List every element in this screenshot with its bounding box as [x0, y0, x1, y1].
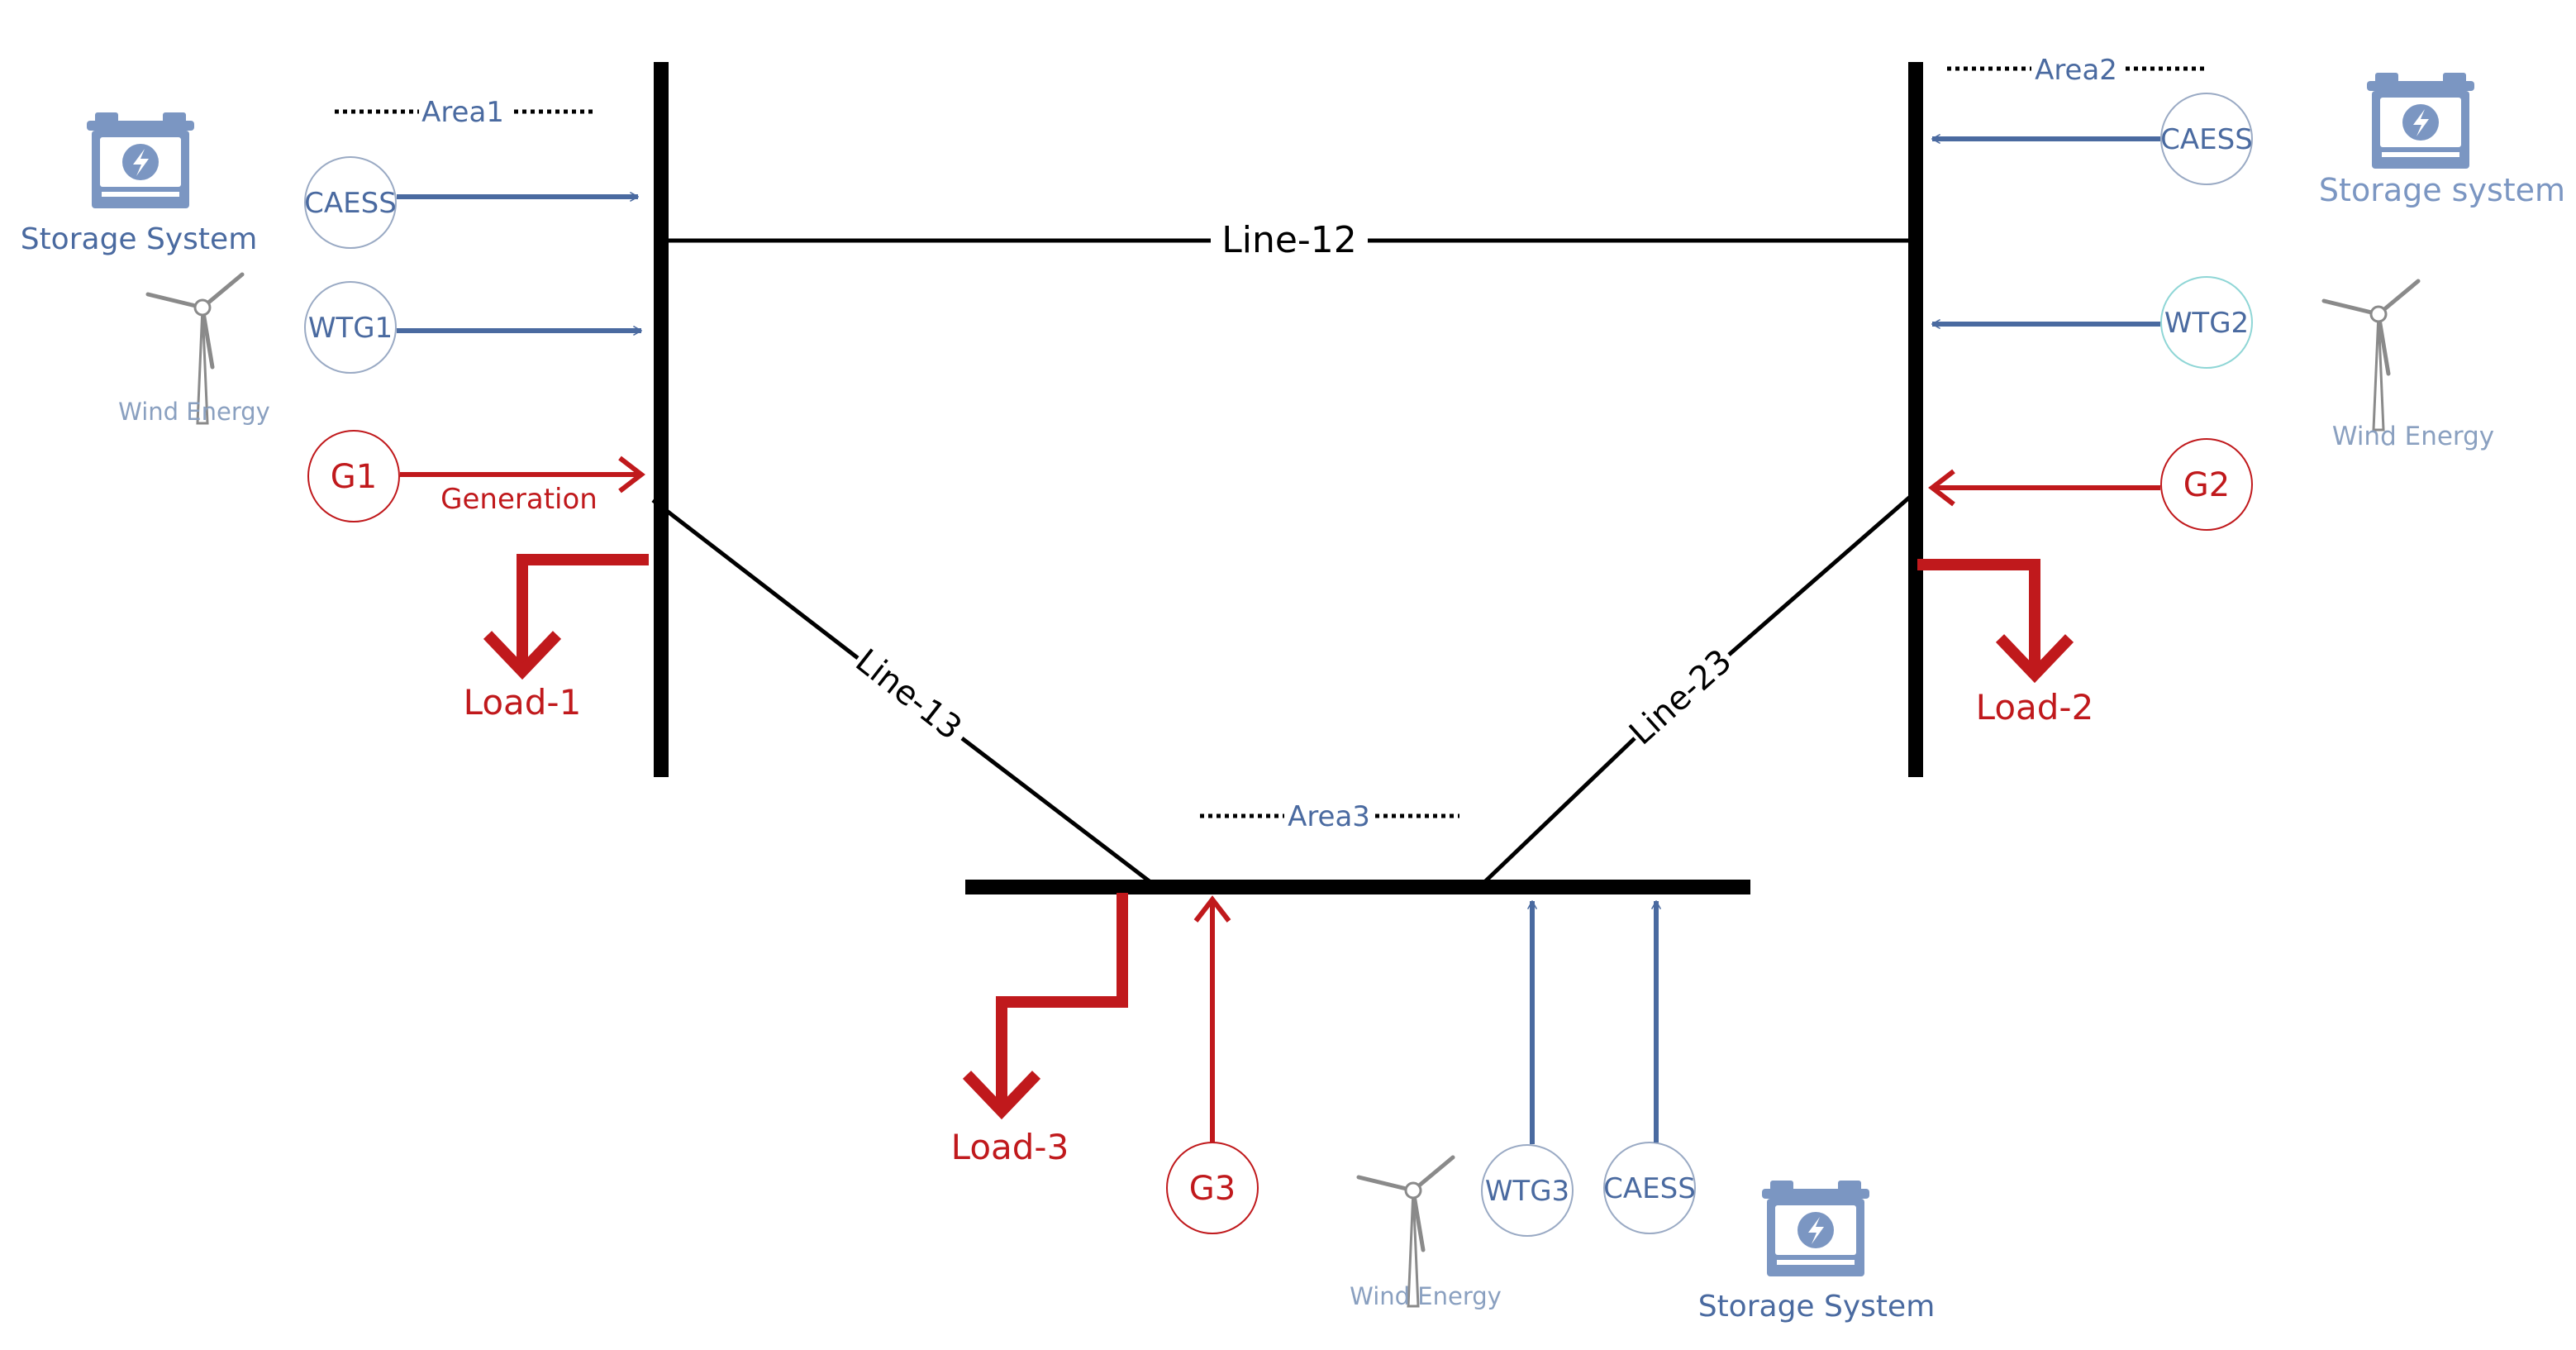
line-12-label: Line-12: [1221, 219, 1357, 261]
battery-icon: [2367, 73, 2474, 169]
generation-label: Generation: [440, 483, 598, 516]
wtg-1-label: WTG1: [308, 312, 393, 345]
storage-system-2: Storage system: [2319, 73, 2565, 208]
wind-turbine-icon: [2324, 281, 2418, 430]
wind-energy-3-label: Wind Energy: [1350, 1282, 1502, 1310]
g-3-label: G3: [1189, 1170, 1236, 1208]
caess-2-label: CAESS: [2160, 123, 2253, 156]
wind-energy-2: Wind Energy: [2324, 281, 2494, 451]
area-3-text: Area3: [1288, 800, 1370, 833]
wtg-3: WTG3: [1481, 901, 1574, 1237]
wind-energy-1-label: Wind Energy: [118, 398, 270, 426]
caess-2: CAESS: [1932, 93, 2253, 185]
g-3: G3: [1166, 895, 1259, 1234]
line-13-label: Line-13: [848, 642, 969, 748]
storage-system-1: Storage System: [21, 112, 258, 256]
line-23-label: Line-23: [1622, 642, 1739, 753]
wtg-2-label: WTG2: [2164, 307, 2249, 340]
area-2-label: Area2: [1947, 54, 2208, 87]
wtg-3-label: WTG3: [1485, 1175, 1569, 1208]
caess-1-label: CAESS: [304, 187, 397, 220]
g-1-label: G1: [331, 458, 377, 496]
load-2: Load-2: [1917, 559, 2094, 727]
storage-system-3-label: Storage System: [1698, 1290, 1936, 1324]
battery-icon: [87, 112, 194, 208]
line-12: Line-12: [661, 219, 1916, 261]
caess-3-label: CAESS: [1603, 1172, 1696, 1205]
wtg-1: WTG1: [304, 281, 641, 374]
load-3: Load-3: [951, 893, 1128, 1167]
area-1-text: Area1: [421, 96, 504, 129]
load-1: Load-1: [464, 554, 649, 723]
wind-energy-3: Wind Energy: [1350, 1157, 1502, 1310]
line-23: Line-23: [1478, 490, 1917, 889]
g-2-label: G2: [2183, 466, 2230, 504]
caess-3: CAESS: [1603, 901, 1696, 1234]
wtg-2: WTG2: [1932, 276, 2253, 369]
storage-system-3: Storage System: [1698, 1181, 1936, 1324]
battery-icon: [1762, 1181, 1869, 1276]
load-2-label: Load-2: [1976, 687, 2094, 727]
area-3-label: Area3: [1200, 800, 1459, 833]
caess-1: CAESS: [304, 156, 638, 249]
line-13: Line-13: [651, 498, 1159, 889]
load-3-label: Load-3: [951, 1127, 1069, 1167]
wind-energy-1: Wind Energy: [118, 274, 270, 426]
g-1: G1 Generation: [307, 430, 645, 522]
storage-system-2-label: Storage system: [2319, 172, 2565, 208]
wind-energy-2-label: Wind Energy: [2332, 422, 2494, 451]
area-2-text: Area2: [2035, 54, 2117, 87]
storage-system-1-label: Storage System: [21, 222, 258, 256]
area-1-label: Area1: [335, 96, 597, 129]
load-1-label: Load-1: [464, 682, 582, 723]
g-2: G2: [1928, 438, 2253, 531]
